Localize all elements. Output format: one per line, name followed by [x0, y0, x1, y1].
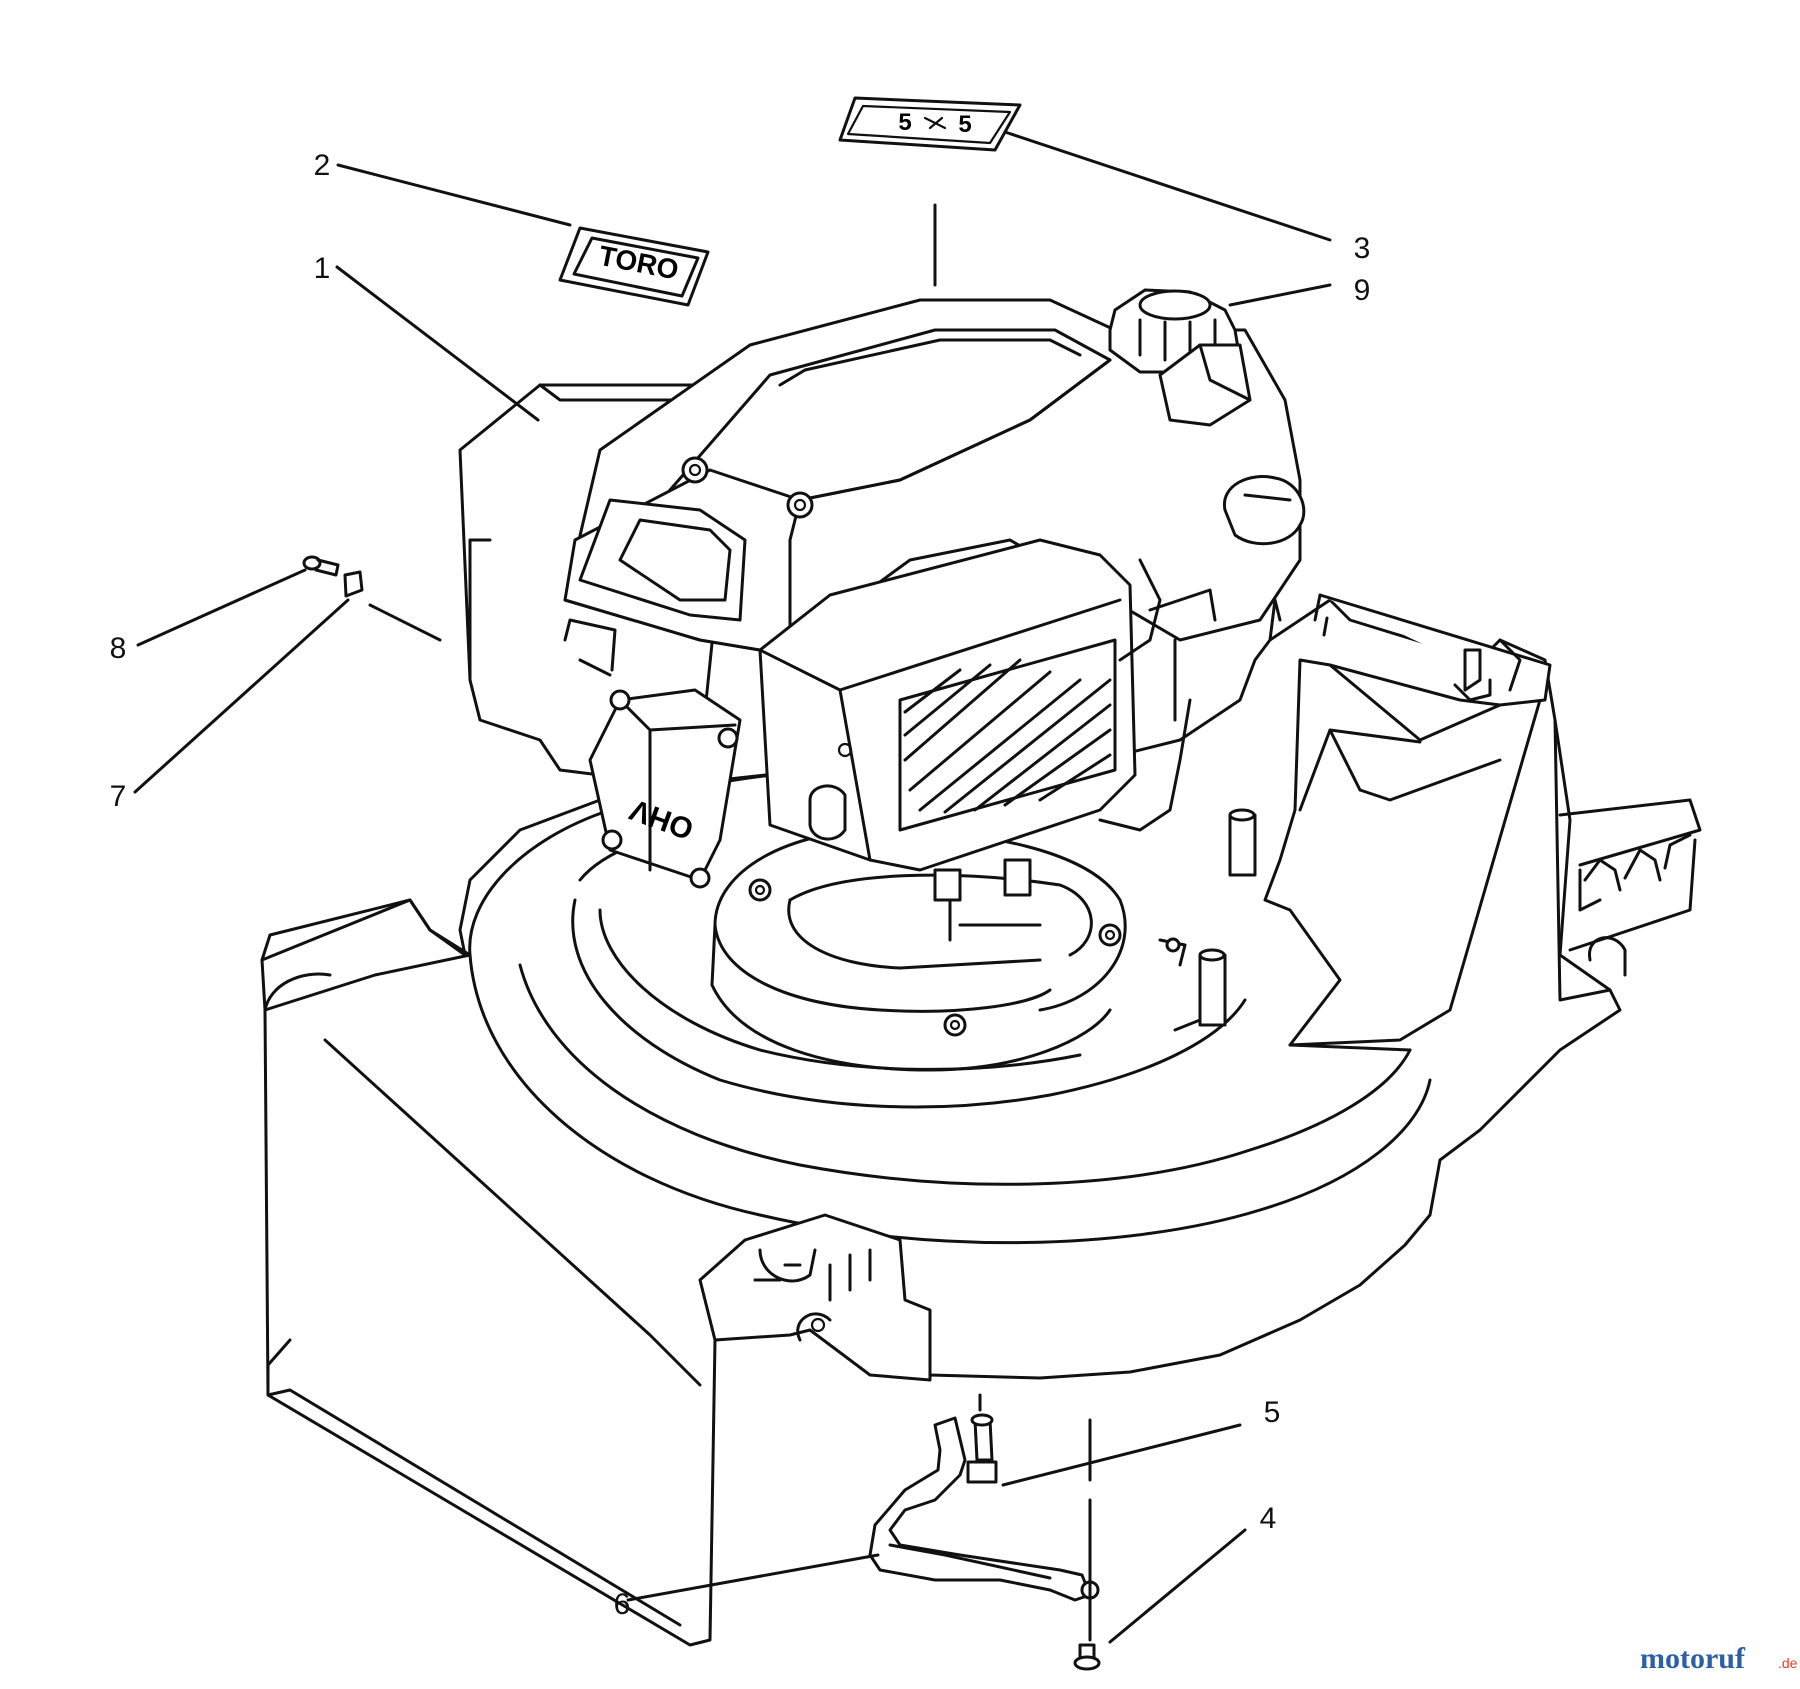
callout-4: 4 — [1260, 1502, 1277, 1535]
callout-numbers: 2 1 3 9 8 7 5 4 6 — [110, 149, 1371, 1621]
brand-decal: TORO — [558, 226, 710, 307]
hp-decal: 5 5 — [838, 96, 1022, 152]
hp-decal-line2: 5 — [958, 111, 971, 138]
watermark-text: motoruf — [1640, 1642, 1746, 1675]
hp-decal-line1: 5 — [898, 109, 911, 136]
watermark: motoruf .de — [1640, 1642, 1798, 1675]
mower-deck — [260, 593, 1702, 1647]
callout-5: 5 — [1264, 1396, 1281, 1429]
callout-9: 9 — [1354, 274, 1371, 307]
callout-2: 2 — [314, 149, 331, 182]
bolt-part-5 — [966, 1413, 998, 1484]
clip-part-7 — [343, 570, 364, 598]
watermark-suffix: .de — [1778, 1655, 1798, 1671]
leader-lines — [133, 130, 1332, 1644]
callout-7: 7 — [110, 780, 127, 813]
callout-1: 1 — [314, 252, 331, 285]
callout-3: 3 — [1354, 232, 1371, 265]
bolt-part-4 — [1073, 1643, 1101, 1671]
callout-6: 6 — [614, 1588, 631, 1621]
screw-part-8 — [302, 555, 340, 577]
callout-8: 8 — [110, 632, 127, 665]
engine — [458, 288, 1306, 942]
